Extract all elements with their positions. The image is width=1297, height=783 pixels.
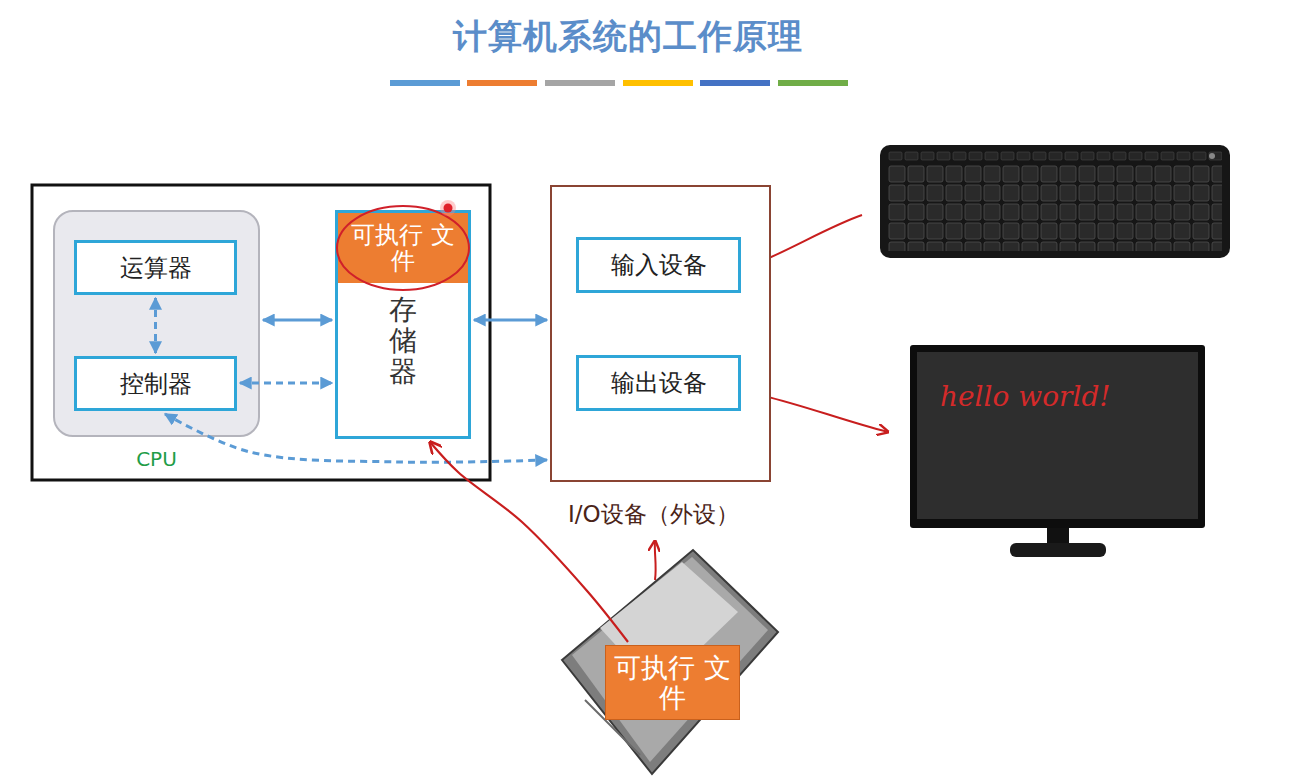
title-bar-segment [467, 80, 537, 86]
disk-file-box: 可执行 文件 [605, 645, 740, 720]
keyboard-keys [888, 165, 1222, 251]
memory-box: 可执行 文件存储器 [335, 210, 471, 439]
group-label: CPU [136, 447, 177, 471]
annotation-circle [337, 206, 469, 290]
monitor-screen [917, 352, 1198, 519]
box-label: 控制器 [120, 368, 192, 400]
host-frame [32, 185, 490, 480]
io-device-group: 输入设备输出设备I/O设备（外设） [550, 185, 771, 482]
title-bar-segment [623, 80, 693, 86]
monitor-bezel [910, 345, 1205, 528]
title-bar-segment [545, 80, 615, 86]
label-holder: hello world! [940, 380, 1111, 413]
title-layer: 计算机系统的工作原理 [0, 14, 1256, 60]
monitor-base [1010, 543, 1106, 557]
diagram-title: 计算机系统的工作原理 [0, 14, 1256, 60]
group-label: I/O设备（外设） [568, 499, 739, 530]
data-flow-arrow [263, 319, 332, 322]
keyboard-function-row [888, 151, 1222, 162]
control-unit-box: 控制器 [74, 356, 237, 411]
data-flow-arrow [474, 319, 547, 322]
load-arrow [430, 442, 628, 642]
output-device-box: 输出设备 [576, 355, 741, 411]
keyboard-logo [1209, 153, 1215, 159]
box-label: 运算器 [120, 252, 192, 284]
monitor-neck [1047, 528, 1069, 544]
pointer-dot [444, 204, 453, 213]
hard-disk-top [572, 557, 768, 762]
executable-file-box: 可执行 文件 [338, 213, 468, 283]
title-bar-segment [390, 80, 460, 86]
box-label: 输出设备 [611, 367, 707, 399]
alu-box: 运算器 [74, 240, 237, 295]
control-flow-arrow [154, 298, 157, 353]
hard-disk-body [562, 550, 778, 774]
box-label: 可执行 文件 [346, 222, 460, 275]
vertical-label: 存储器 [389, 295, 417, 387]
pointer-halo [440, 200, 456, 216]
input-device-box: 输入设备 [576, 237, 741, 293]
control-flow-arrow [240, 382, 332, 385]
keyboard-body [880, 145, 1230, 258]
box-label: 输入设备 [611, 249, 707, 281]
title-bar-segment [778, 80, 848, 86]
screen-text: hello world! [940, 380, 1111, 413]
annotation-arrow [654, 541, 657, 580]
title-bar-segment [700, 80, 770, 86]
box-label: 可执行 文件 [614, 653, 731, 712]
control-flow-arrow [165, 414, 547, 462]
